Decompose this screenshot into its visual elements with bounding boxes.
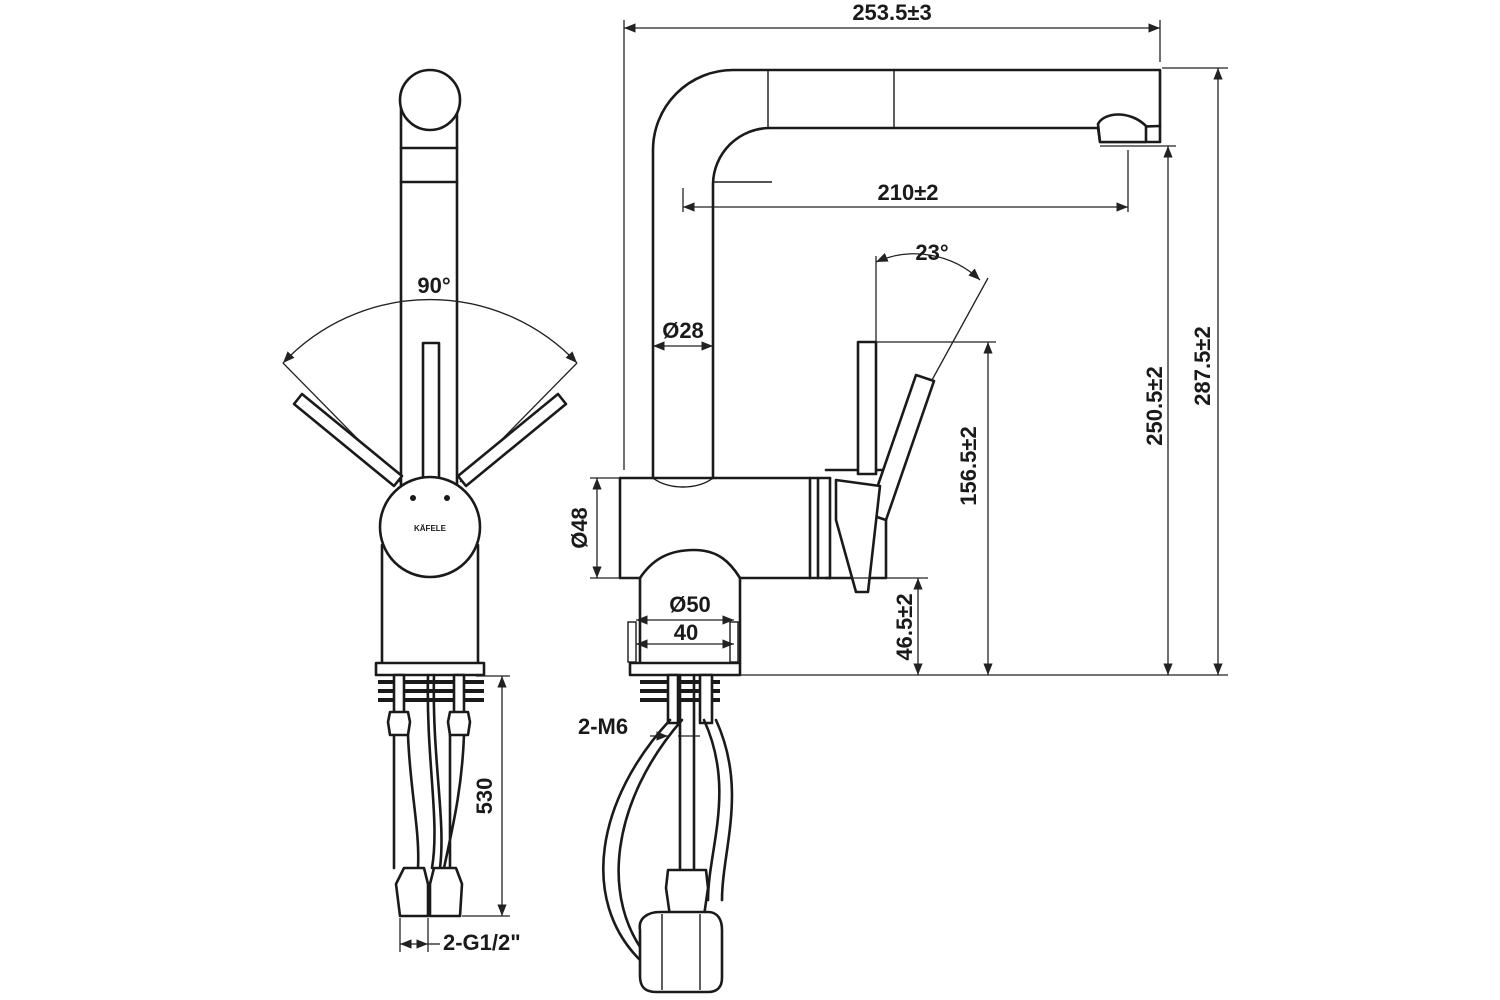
hose-length-label: 530 [472,778,497,815]
front-connector-nuts [394,866,464,918]
front-lever [421,341,441,493]
lever-angle-dimension: 23° [875,240,989,381]
front-body-disc [378,475,482,579]
front-lower-column [380,543,480,665]
side-lever-tilted [866,373,936,522]
connector-dimension: 2-G1/2" [399,918,521,955]
connector-label: 2-G1/2" [443,930,521,955]
front-spout-neck [399,146,459,184]
side-bolts-hoses [602,673,734,962]
front-hoses [392,673,466,870]
spout-reach-label: 210±2 [877,180,938,205]
lever-height-label: 156.5±2 [956,426,981,505]
side-body [618,476,812,580]
body-diameter-dimension: Ø48 [567,477,640,579]
overall-reach-dimension: 253.5±3 [623,0,1161,470]
spout-diameter-dimension: Ø28 [653,318,713,351]
front-column [399,180,459,490]
swing-arc [282,298,578,488]
body-diameter-label: Ø48 [567,507,592,549]
body-height-label: 46.5±2 [892,593,917,660]
total-height-label: 287.5±2 [1190,326,1215,405]
spout-reach-dimension: 210±2 [682,150,1129,212]
height-dimensions: 46.5±2 156.5±2 250.5±2 287.5±2 [720,67,1228,676]
brand-logo: KÄFELE [414,524,447,533]
base-dimensions: Ø50 40 [636,592,734,649]
top-cap [398,68,462,150]
bolts-label: 2-M6 [578,714,628,739]
side-lever [856,340,878,476]
base-width-label: 40 [674,620,698,645]
front-washers [378,680,484,702]
lever-angle-label: 23° [915,240,948,265]
base-diameter-label: Ø50 [669,592,711,617]
bolts-dimension: 2-M6 [578,714,700,741]
front-base-plate [374,661,486,677]
side-base-plate [628,661,742,677]
side-spout [651,68,1162,480]
overall-reach-label: 253.5±3 [852,0,931,25]
hose-length-dimension: 530 [462,675,510,917]
front-view: KÄFELE [282,68,578,955]
side-view: 253.5±3 210±2 23° Ø28 Ø48 [567,0,1228,994]
swing-angle-label: 90° [417,273,450,298]
spout-diameter-label: Ø28 [662,318,704,343]
hose-weight [638,910,724,994]
outlet-height-label: 250.5±2 [1142,366,1167,445]
